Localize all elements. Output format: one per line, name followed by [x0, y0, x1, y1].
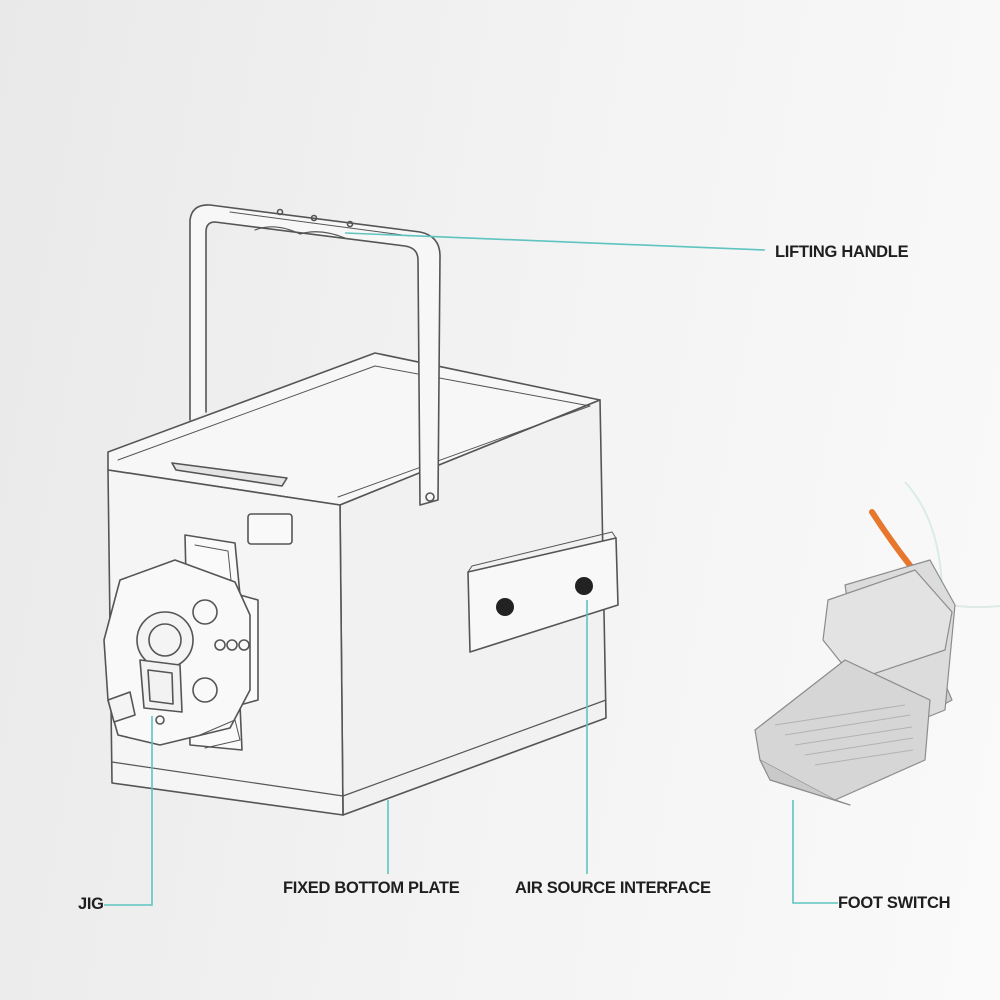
air-port-2 — [575, 577, 593, 595]
leader-foot-switch — [792, 800, 838, 904]
air-port-1 — [496, 598, 514, 616]
top-slot — [171, 462, 288, 487]
air-interface-panel — [467, 537, 619, 653]
label-fixed-bottom-plate: FIXED BOTTOM PLATE — [283, 879, 460, 897]
leader-jig — [104, 716, 153, 906]
label-air-source-interface: AIR SOURCE INTERFACE — [515, 879, 711, 897]
pedal-cover — [822, 569, 953, 681]
hose — [869, 509, 915, 571]
label-foot-switch: FOOT SWITCH — [838, 894, 951, 912]
foot-switch-device — [754, 481, 1000, 806]
top-rim — [117, 365, 591, 498]
leader-lifting-handle — [344, 232, 766, 251]
front-window — [247, 513, 293, 545]
label-lifting-handle: LIFTING HANDLE — [775, 243, 909, 261]
lifting-handle — [189, 204, 441, 506]
label-jig: JIG — [78, 895, 104, 913]
